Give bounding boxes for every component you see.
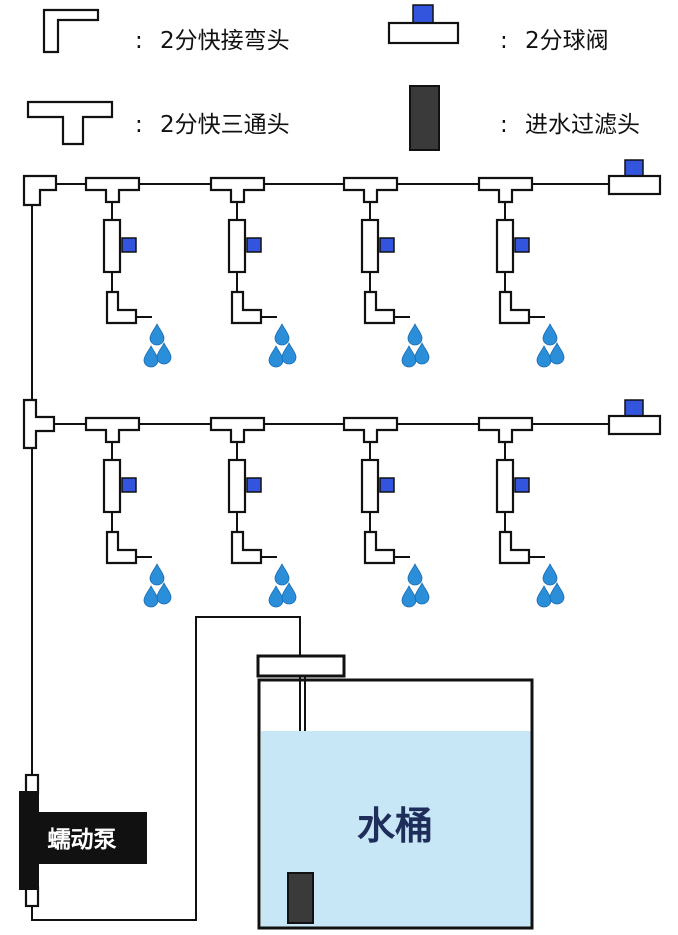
water-drop-icon [549, 342, 565, 365]
water-drop-icon [143, 585, 159, 608]
water-drop-icon [536, 345, 552, 368]
water-drop-icon [156, 342, 172, 365]
legend-filter-label: 进水过滤头 [525, 112, 640, 138]
tee-fitting [209, 416, 266, 444]
water-drop-icon [143, 345, 159, 368]
valve-knob-icon [379, 477, 395, 493]
junction-tee-fitting [22, 398, 56, 450]
tee-legend-icon [26, 100, 114, 146]
water-bucket: 水桶 [256, 654, 534, 930]
elbow-fitting [230, 530, 263, 565]
water-drop-icon [268, 345, 284, 368]
water-drop-icon [407, 323, 423, 346]
bucket-lid [256, 654, 346, 678]
inlet-filter [287, 872, 314, 924]
water-drop-icon [156, 582, 172, 605]
pump-body [19, 812, 147, 864]
valve-knob-icon [121, 237, 137, 253]
drip-branch [84, 416, 172, 608]
water-drop-icon [401, 345, 417, 368]
elbow-fitting [230, 290, 263, 325]
upper-end-ball-valve [607, 159, 662, 196]
ball-valve-body [227, 458, 247, 514]
elbow-fitting [498, 290, 531, 325]
ball-valve-legend-icon [387, 4, 460, 45]
pump-inlet-fitting [24, 773, 40, 795]
legend-separator: : [500, 112, 508, 138]
water-drop-icon [542, 323, 558, 346]
ball-valve-body [227, 218, 247, 274]
water-drop-icon [542, 563, 558, 586]
water-drop-icon [281, 582, 297, 605]
tee-fitting [342, 176, 399, 204]
valve-knob-icon [121, 477, 137, 493]
valve-knob-icon [514, 477, 530, 493]
elbow-fitting [105, 530, 138, 565]
corner-elbow-fitting [22, 174, 58, 207]
valve-knob-icon [624, 399, 644, 417]
ball-valve-body [102, 458, 122, 514]
drip-branch [477, 416, 565, 608]
elbow-fitting [498, 530, 531, 565]
pump-label: 蠕动泵 [48, 827, 117, 853]
water-drop-icon [414, 342, 430, 365]
ball-valve-body [360, 218, 380, 274]
ball-valve-body [360, 458, 380, 514]
legend-ball-valve-label: 2分球阀 [525, 28, 609, 54]
drip-branch [209, 416, 297, 608]
water-drop-icon [274, 323, 290, 346]
water-drop-icon [281, 342, 297, 365]
filter-legend-icon [409, 85, 440, 151]
tee-fitting [84, 176, 141, 204]
water-drop-icon [274, 563, 290, 586]
bucket-label: 水桶 [357, 804, 433, 848]
water-drop-icon [414, 582, 430, 605]
water-drop-icon [268, 585, 284, 608]
tee-fitting [342, 416, 399, 444]
legend-elbow-label: 2分快接弯头 [160, 28, 290, 54]
drip-branch [342, 416, 430, 608]
drip-branch [342, 176, 430, 368]
tee-fitting [477, 176, 534, 204]
ball-valve-body [102, 218, 122, 274]
lower-end-ball-valve [607, 399, 662, 436]
legend: : 2分快接弯头 : 2分球阀 : 2分快三通头 : 进水过滤头 [26, 4, 640, 151]
drip-branches [84, 176, 565, 608]
legend-separator: : [135, 112, 143, 138]
water-drop-icon [536, 585, 552, 608]
elbow-legend-icon [42, 8, 100, 54]
valve-knob-icon [624, 159, 644, 177]
valve-knob-icon [514, 237, 530, 253]
pump-outlet-fitting [24, 886, 40, 908]
drip-branch [84, 176, 172, 368]
peristaltic-pump: 蠕动泵 [19, 773, 147, 908]
tee-fitting [84, 416, 141, 444]
elbow-fitting [363, 530, 396, 565]
water-drop-icon [149, 323, 165, 346]
supply-pipe [31, 616, 301, 921]
elbow-fitting [363, 290, 396, 325]
drip-branch [209, 176, 297, 368]
valve-knob-icon [246, 477, 262, 493]
legend-separator: : [135, 28, 143, 54]
ball-valve-body [495, 458, 515, 514]
water-drop-icon [401, 585, 417, 608]
water-drop-icon [549, 582, 565, 605]
water-drop-icon [149, 563, 165, 586]
legend-separator: : [500, 28, 508, 54]
water-drop-icon [407, 563, 423, 586]
legend-tee-label: 2分快三通头 [160, 112, 290, 138]
valve-knob-icon [379, 237, 395, 253]
tee-fitting [209, 176, 266, 204]
drip-branch [477, 176, 565, 368]
ball-valve-body [495, 218, 515, 274]
tee-fitting [477, 416, 534, 444]
elbow-fitting [105, 290, 138, 325]
valve-knob-icon [246, 237, 262, 253]
